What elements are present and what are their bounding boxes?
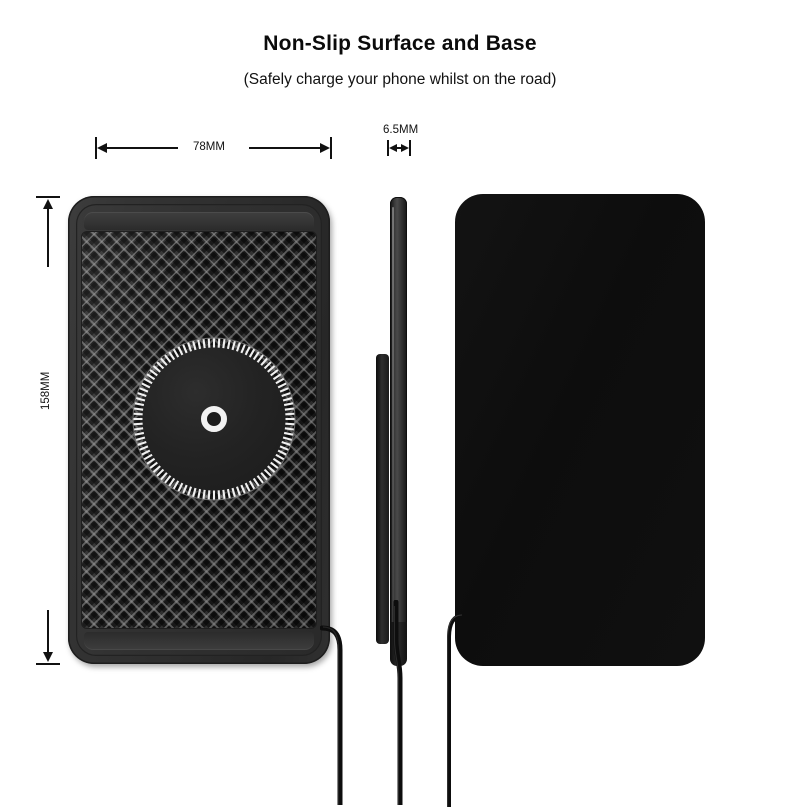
height-dim-arrowhead-bottom xyxy=(43,652,53,662)
thickness-dim-arrowhead-right xyxy=(401,144,409,152)
side-view-rear-lip xyxy=(376,354,389,644)
height-dim-arrowhead-top xyxy=(43,199,53,209)
front-view-charging-pad xyxy=(68,196,330,664)
height-dimension-label: 158MM xyxy=(40,371,52,410)
side-edge-highlight xyxy=(392,207,394,647)
width-dim-line-left xyxy=(106,147,178,149)
thickness-dim-arrowhead-left xyxy=(389,144,397,152)
page-title: Non-Slip Surface and Base xyxy=(263,32,537,55)
page-subtitle: (Safely charge your phone whilst on the … xyxy=(243,71,557,88)
height-dim-tick-bottom xyxy=(36,663,60,665)
back-view-power-cable xyxy=(447,614,464,807)
height-dim-tick-top xyxy=(36,196,60,198)
front-bottom-groove xyxy=(84,632,314,650)
thickness-dim-line xyxy=(396,147,402,149)
coil-tick-ring-icon xyxy=(132,337,296,501)
front-non-slip-surface xyxy=(82,232,316,628)
thickness-dimension-label: 6.5MM xyxy=(383,124,419,136)
side-view-profile xyxy=(390,197,407,663)
front-top-groove xyxy=(84,212,314,230)
width-dim-tick-left xyxy=(95,137,97,159)
back-view-charging-pad xyxy=(455,194,705,666)
width-dim-line-right xyxy=(249,147,321,149)
width-dimension-label: 78MM xyxy=(193,141,225,153)
led-indicator-ring-icon xyxy=(201,406,227,432)
width-dim-tick-right xyxy=(330,137,332,159)
height-dim-line-top xyxy=(47,207,49,267)
height-dim-line-bottom xyxy=(47,610,49,654)
front-view-power-cable xyxy=(320,625,343,805)
thickness-dim-tick-left xyxy=(387,140,389,156)
width-dim-arrowhead-left xyxy=(97,143,107,153)
side-view-power-cable xyxy=(393,600,403,805)
wireless-charging-zone xyxy=(131,336,297,502)
thickness-dim-tick-right xyxy=(409,140,411,156)
width-dim-arrowhead-right xyxy=(320,143,330,153)
